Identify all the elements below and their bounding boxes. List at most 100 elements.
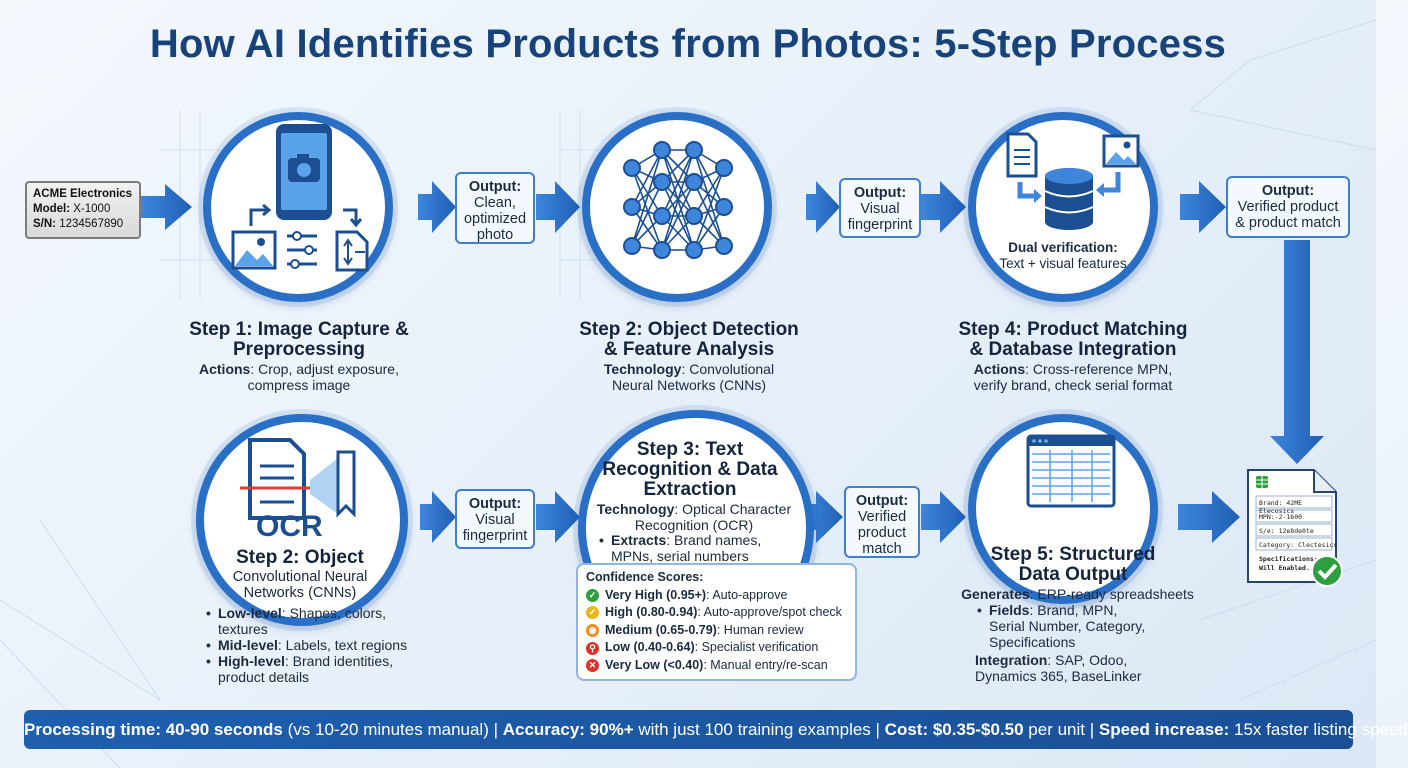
- network-node: [715, 198, 733, 216]
- step3-description: Technology: Optical Character Recognitio…: [588, 501, 800, 533]
- output-3-label: Output:: [1261, 183, 1315, 199]
- output-2-label: Output:: [853, 185, 907, 201]
- ocr-bullet-label: Mid-level: [218, 637, 278, 653]
- dual-verification-text: Text + visual features: [999, 256, 1127, 271]
- neural-network-icon: [623, 141, 733, 259]
- magnifier-icon: ⚲: [586, 641, 599, 655]
- step2-description: Technology: Convolutional Neural Network…: [590, 361, 788, 393]
- confidence-level: Very High (0.95+): [605, 587, 707, 602]
- arrow-ocr-to-output4: [420, 491, 456, 543]
- step2-desc-label: Technology: [603, 361, 682, 377]
- step5-integration: Integration: SAP, Odoo, Dynamics 365, Ba…: [975, 652, 1175, 684]
- ocr-bullet-label: High-level: [218, 653, 285, 669]
- footer-stat-text: with just 100 training examples |: [633, 720, 885, 739]
- check-icon: ✓: [586, 588, 599, 602]
- step5-bullet-fields: Fields: Brand, MPN, Serial Number, Categ…: [975, 602, 1155, 650]
- footer-stat-text: 15x faster listing speed: [1229, 720, 1408, 739]
- arrow-tag-to-step1: [141, 184, 192, 230]
- confidence-scores-panel: Confidence Scores: ✓Very High (0.95+): A…: [576, 563, 857, 681]
- check-icon: ✓: [586, 606, 599, 620]
- step3-bullet-extracts: Extracts: Brand names, MPNs, serial numb…: [597, 532, 797, 564]
- ocr-bullet-text: : Brand identities, product details: [218, 653, 394, 685]
- step4-desc-label: Actions: [973, 361, 1026, 377]
- arrow-output1-to-step2: [536, 181, 580, 233]
- document-line: Brand: 42ME Elecosics: [1259, 499, 1303, 515]
- step3-bullet-label: Extracts: [611, 532, 667, 548]
- footer-stat-text: (vs 10-20 minutes manual) |: [282, 720, 503, 739]
- dual-verification-label: Dual verification:: [1008, 240, 1118, 255]
- footer-stat-label: Accuracy: 90%+: [502, 720, 634, 739]
- confidence-row: ✓Very High (0.95+): Auto-approve: [586, 587, 847, 605]
- ocr-step-circle: OCR: [196, 414, 408, 626]
- step5-fields-label: Fields: [989, 602, 1030, 618]
- output-box-5: Output: Verified product match: [844, 486, 920, 558]
- step1-desc-label: Actions: [199, 361, 251, 377]
- step4-description: Actions: Cross-reference MPN, verify bra…: [965, 361, 1181, 393]
- arrow-step3-to-output5: [806, 491, 843, 543]
- ocr-label: OCR: [256, 510, 323, 543]
- network-node: [685, 241, 703, 259]
- document-line: S/e: 12e8de0te: [1259, 527, 1314, 535]
- confidence-row: ⚲Low (0.40-0.64): Specialist verificatio…: [586, 639, 847, 657]
- footer-stat-text: per unit |: [1023, 720, 1099, 739]
- step4-circle: Dual verification: Text + visual feature…: [968, 112, 1158, 302]
- tag-model-value: X-1000: [73, 203, 111, 215]
- step5-title: Step 5: Structured Data Output: [990, 544, 1156, 585]
- output-4-text: Visual fingerprint: [462, 512, 528, 544]
- step2-title: Step 2: Object Detection & Feature Analy…: [579, 319, 799, 360]
- output-box-3: Output: Verified product & product match: [1226, 176, 1350, 238]
- footer-stat-label: Cost: $0.35-$0.50: [884, 720, 1024, 739]
- ocr-step-bullets: Low-level: Shapes, colors, texturesMid-l…: [204, 605, 434, 685]
- document-scan-icon: [240, 438, 356, 520]
- network-node: [715, 237, 733, 255]
- output-4-label: Output:: [468, 496, 522, 512]
- step1-desc-text: : Crop, adjust exposure, compress image: [247, 361, 399, 393]
- network-node: [653, 241, 671, 259]
- arrow-output4-to-step3: [536, 491, 580, 543]
- ocr-bullet-item: High-level: Brand identities, product de…: [204, 653, 434, 685]
- step2-desc-text: : Convolutional Neural Networks (CNNs): [611, 361, 775, 393]
- arrow-step1-to-output1: [418, 181, 456, 233]
- network-node: [653, 173, 671, 191]
- step5-integration-label: Integration: [975, 652, 1048, 668]
- step5-circle: [968, 414, 1158, 604]
- tag-sn-value: 1234567890: [59, 218, 124, 230]
- step1-circle: [203, 112, 393, 302]
- footer-stats-bar: Processing time: 40-90 seconds (vs 10-20…: [24, 710, 1408, 749]
- step3-bullet-text: : Brand names, MPNs, serial numbers: [611, 532, 762, 564]
- network-node: [623, 237, 641, 255]
- ocr-bullet-label: Low-level: [218, 605, 282, 621]
- confidence-row: ◉Medium (0.65-0.79): Human review: [586, 622, 847, 640]
- confidence-action: : Specialist verification: [694, 640, 819, 655]
- network-node: [653, 141, 671, 159]
- network-node: [623, 159, 641, 177]
- confidence-title: Confidence Scores:: [586, 570, 704, 584]
- step5-bullets: Fields: Brand, MPN, Serial Number, Categ…: [975, 602, 1155, 650]
- arrow-step5-to-doc: [1178, 491, 1240, 543]
- phone-camera-icon: [231, 124, 369, 272]
- arrow-output5-to-step5: [921, 491, 966, 543]
- footer-stat-label: Processing time: 40-90 seconds: [24, 720, 283, 739]
- green-check-icon: [1311, 555, 1343, 587]
- network-node: [623, 198, 641, 216]
- document-line: Will Enabled...: [1259, 564, 1318, 572]
- output-5-label: Output:: [855, 493, 909, 509]
- document-line: Specifications:: [1259, 555, 1318, 563]
- ocr-step-subtitle: Convolutional Neural Networks (CNNs): [232, 569, 368, 601]
- output-1-text: Clean, optimized photo: [463, 195, 527, 243]
- output-2-text: Visual fingerprint: [847, 201, 913, 233]
- dual-verification-note: Dual verification: Text + visual feature…: [988, 240, 1138, 272]
- tag-brand: ACME Electronics: [33, 188, 133, 200]
- ocr-bullet-text: : Labels, text regions: [277, 637, 408, 653]
- confidence-action: : Human review: [716, 622, 804, 637]
- output-1-label: Output:: [468, 179, 522, 195]
- confidence-level: Medium (0.65-0.79): [605, 622, 717, 637]
- step4-desc-text: : Cross-reference MPN, verify brand, che…: [973, 361, 1173, 393]
- tag-model-label: Model:: [33, 203, 71, 215]
- confidence-row: ✕Very Low (<0.40): Manual entry/re-scan: [586, 657, 847, 675]
- step3-desc-label: Technology: [596, 501, 675, 517]
- step5-description: Generates: ERP-ready spreadsheets: [960, 586, 1195, 602]
- network-node: [685, 141, 703, 159]
- product-label-tag: ACME Electronics Model: X-1000 S/N: 1234…: [25, 181, 141, 239]
